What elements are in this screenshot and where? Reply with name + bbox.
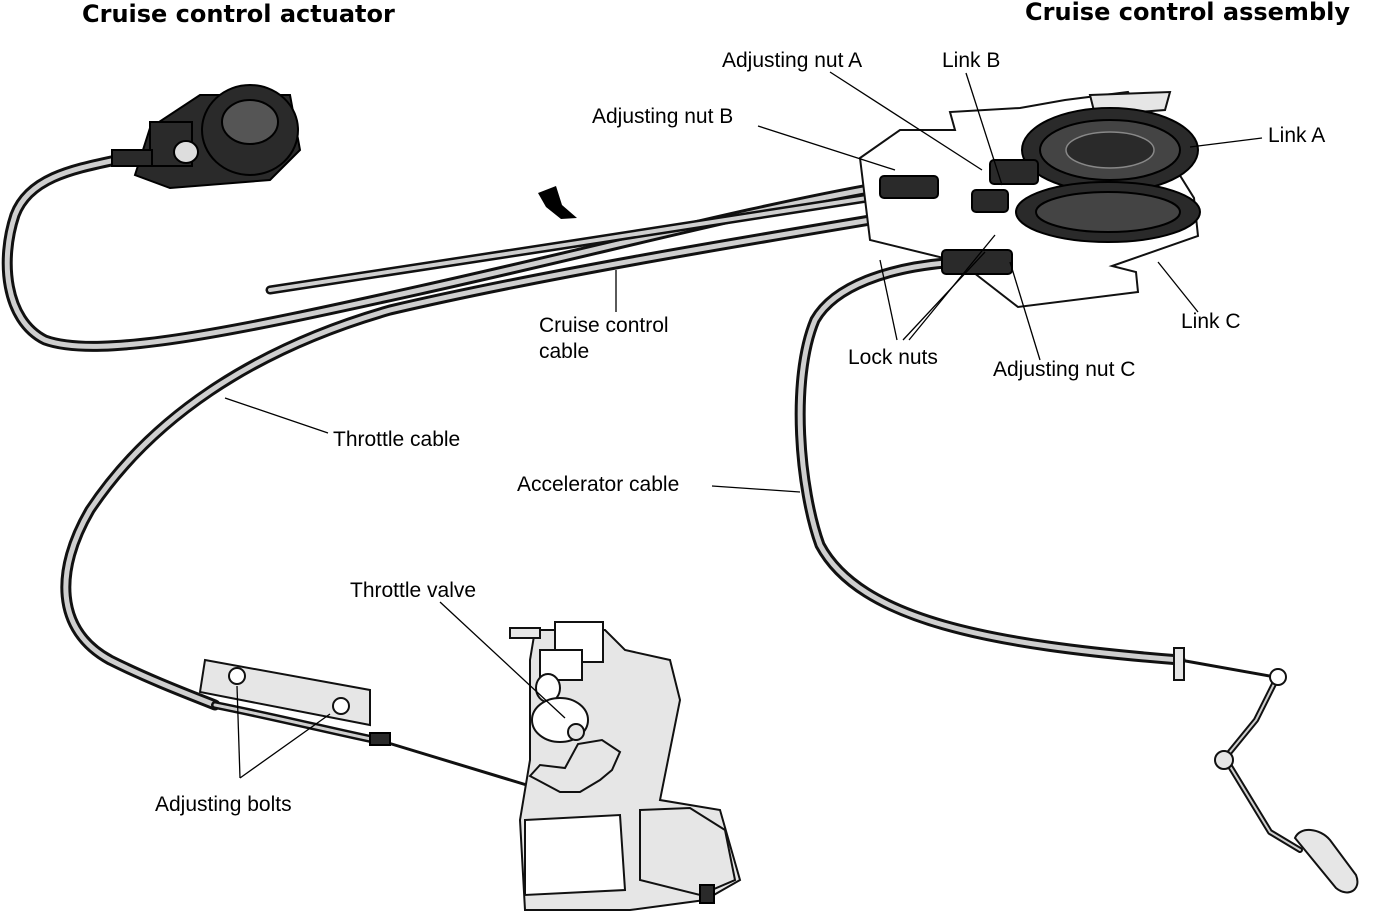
label-cruise-control-cable-line2: cable xyxy=(539,340,589,363)
link-b-part xyxy=(971,189,1009,213)
adjusting-nut-a-part xyxy=(989,159,1039,185)
cruise-control-actuator xyxy=(111,84,302,190)
label-link-c: Link C xyxy=(1181,310,1241,333)
label-adjusting-bolts: Adjusting bolts xyxy=(155,793,292,816)
bracket-fragment xyxy=(538,186,577,219)
throttle-cable xyxy=(60,199,966,711)
pedal-pad xyxy=(1293,829,1359,894)
actuator-cable xyxy=(1,152,886,352)
label-lock-nuts: Lock nuts xyxy=(848,346,938,369)
label-adjusting-nut-a: Adjusting nut A xyxy=(722,49,862,72)
accelerator-pedal xyxy=(1214,668,1359,894)
accelerator-cable xyxy=(794,257,1276,681)
adjusting-bracket xyxy=(198,658,391,746)
label-throttle-valve: Throttle valve xyxy=(350,579,476,602)
accelerator-cable-stop xyxy=(1173,647,1185,681)
adjusting-nut-c-part xyxy=(941,249,1013,275)
label-throttle-cable: Throttle cable xyxy=(333,428,460,451)
throttle-valve-part xyxy=(567,723,585,741)
adjusting-bolt-1 xyxy=(228,667,246,685)
throttle-body xyxy=(509,621,742,911)
label-adjusting-nut-b: Adjusting nut B xyxy=(592,105,733,128)
adjusting-bolt-2 xyxy=(332,697,350,715)
heading-assembly: Cruise control assembly xyxy=(1025,0,1350,26)
label-adjusting-nut-c: Adjusting nut C xyxy=(993,358,1135,381)
label-accelerator-cable: Accelerator cable xyxy=(517,473,679,496)
adjusting-nut-b-part xyxy=(879,175,939,199)
leader-lines xyxy=(224,71,1263,779)
label-cruise-control-cable-line1: Cruise control xyxy=(539,314,669,337)
label-link-a: Link A xyxy=(1268,124,1325,147)
cruise-control-cable xyxy=(265,191,885,295)
heading-actuator: Cruise control actuator xyxy=(82,0,395,28)
labels: Adjusting nut A Link B Adjusting nut B L… xyxy=(155,49,1325,816)
label-link-b: Link B xyxy=(942,49,1000,72)
